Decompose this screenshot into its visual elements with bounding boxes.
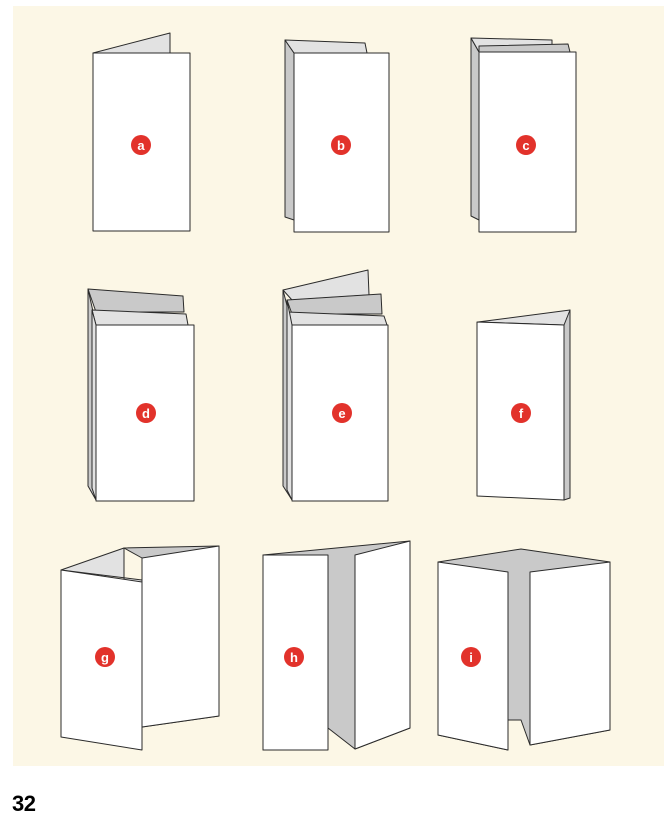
fold-figure-g: g <box>61 546 219 750</box>
fold-g-front-panel-right <box>142 546 219 727</box>
fold-d-back-panel-2 <box>88 289 184 312</box>
fold-b-back-panel-1 <box>285 40 294 220</box>
fold-a-back-panel <box>93 33 170 55</box>
fold-figure-d: d <box>88 289 194 501</box>
fold-e-back-panel-5 <box>287 300 292 500</box>
fold-a-label: a <box>137 138 145 153</box>
fold-i-label: i <box>469 650 473 665</box>
fold-b-label: b <box>337 138 345 153</box>
fold-h-label: h <box>290 650 298 665</box>
fold-e-label: e <box>338 406 345 421</box>
fold-figure-e: e <box>283 270 388 501</box>
fold-figure-a: a <box>93 33 190 231</box>
fold-d-label: d <box>142 406 150 421</box>
fold-g-label: g <box>101 650 109 665</box>
fold-d-back-panel-4 <box>92 310 96 500</box>
fold-figure-b: b <box>285 40 389 232</box>
fold-c-label: c <box>522 138 529 153</box>
fold-b-back-panel-2 <box>285 40 367 53</box>
fold-i-right-flap <box>530 562 610 745</box>
fold-c-back-panel-1 <box>471 38 479 220</box>
fold-figure-f: f <box>477 310 570 500</box>
fold-c-back-panel-3 <box>479 44 570 52</box>
fold-f-label: f <box>519 406 524 421</box>
fold-f-back-edge <box>564 310 570 500</box>
fold-h-right-flap <box>355 541 410 749</box>
fold-figure-h: h <box>263 541 410 750</box>
page-number: 32 <box>12 791 35 817</box>
fold-figure-i: i <box>438 549 610 750</box>
fold-figure-c: c <box>471 38 576 232</box>
